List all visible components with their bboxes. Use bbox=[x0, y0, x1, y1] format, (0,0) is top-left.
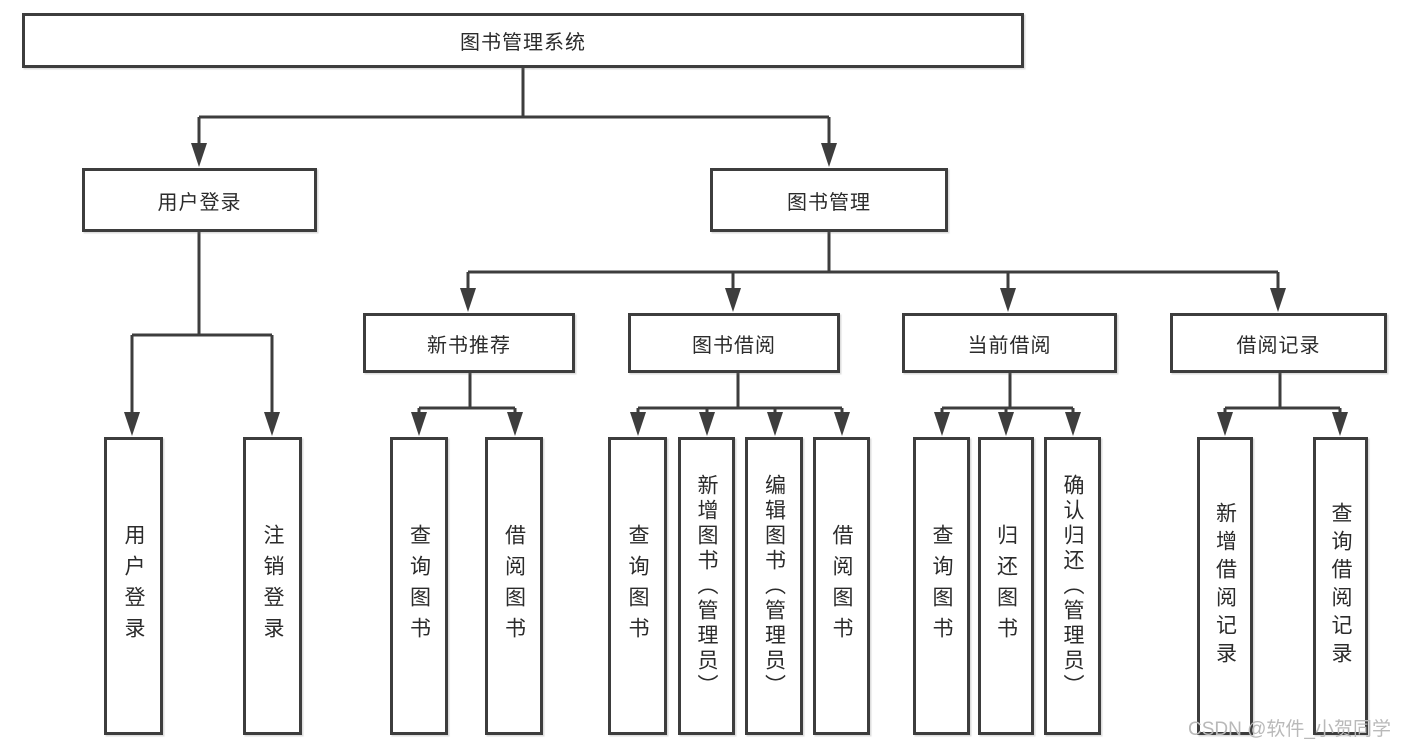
node-leaf-login-label: 用户登录 bbox=[122, 524, 145, 648]
node-leaf-add-borrow-record-label: 新增借阅记录 bbox=[1213, 502, 1237, 670]
node-leaf-borrow-book-1: 借阅图书 bbox=[485, 437, 543, 735]
node-leaf-query-borrow-record-label: 查询借阅记录 bbox=[1329, 502, 1352, 670]
node-leaf-add-book-admin: 新增图书（管理员） bbox=[678, 437, 735, 735]
node-leaf-confirm-return-admin: 确认归还（管理员） bbox=[1044, 437, 1101, 735]
node-leaf-query-book-3-label: 查询图书 bbox=[930, 524, 953, 648]
node-book-borrow: 图书借阅 bbox=[628, 313, 840, 373]
node-leaf-edit-book-admin-label: 编辑图书（管理员） bbox=[762, 473, 786, 699]
node-book-mgmt: 图书管理 bbox=[710, 168, 948, 232]
node-leaf-query-book-2: 查询图书 bbox=[608, 437, 667, 735]
node-leaf-confirm-return-admin-label: 确认归还（管理员） bbox=[1061, 473, 1084, 699]
node-leaf-borrow-book-2-label: 借阅图书 bbox=[830, 524, 853, 648]
node-borrow-record-label: 借阅记录 bbox=[1236, 334, 1321, 357]
node-leaf-query-borrow-record: 查询借阅记录 bbox=[1313, 437, 1368, 735]
node-user-login-label: 用户登录 bbox=[157, 191, 242, 214]
node-root-label: 图书管理系统 bbox=[460, 32, 586, 54]
node-user-login: 用户登录 bbox=[82, 168, 317, 232]
node-leaf-add-borrow-record: 新增借阅记录 bbox=[1197, 437, 1253, 735]
node-leaf-return-book: 归还图书 bbox=[978, 437, 1034, 735]
node-leaf-borrow-book-1-label: 借阅图书 bbox=[502, 524, 526, 648]
node-leaf-query-book-3: 查询图书 bbox=[913, 437, 970, 735]
node-book-borrow-label: 图书借阅 bbox=[692, 334, 776, 357]
node-leaf-logout-label: 注销登录 bbox=[261, 524, 284, 648]
node-current-borrow: 当前借阅 bbox=[902, 313, 1117, 373]
node-leaf-return-book-label: 归还图书 bbox=[994, 524, 1018, 648]
node-leaf-login: 用户登录 bbox=[104, 437, 163, 735]
node-new-book-rec: 新书推荐 bbox=[363, 313, 575, 373]
node-current-borrow-label: 当前借阅 bbox=[967, 334, 1052, 357]
node-leaf-borrow-book-2: 借阅图书 bbox=[813, 437, 870, 735]
node-root: 图书管理系统 bbox=[22, 13, 1024, 68]
node-leaf-edit-book-admin: 编辑图书（管理员） bbox=[745, 437, 803, 735]
node-leaf-query-book-1-label: 查询图书 bbox=[407, 524, 431, 648]
node-new-book-rec-label: 新书推荐 bbox=[427, 334, 511, 357]
node-leaf-add-book-admin-label: 新增图书（管理员） bbox=[695, 473, 718, 699]
node-borrow-record: 借阅记录 bbox=[1170, 313, 1387, 373]
node-leaf-logout: 注销登录 bbox=[243, 437, 302, 735]
node-leaf-query-book-2-label: 查询图书 bbox=[626, 524, 649, 648]
node-leaf-query-book-1: 查询图书 bbox=[390, 437, 448, 735]
node-book-mgmt-label: 图书管理 bbox=[787, 191, 871, 214]
csdn-watermark: CSDN @软件_小贺同学 bbox=[1188, 719, 1391, 740]
